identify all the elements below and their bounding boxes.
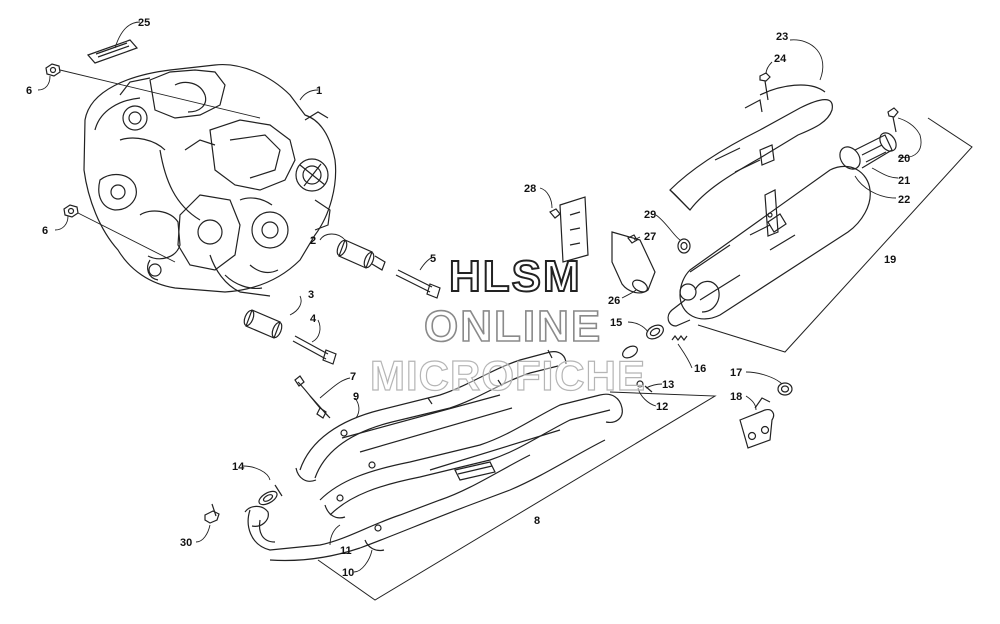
mount-bolt-lower xyxy=(292,335,337,365)
callout-4: 4 xyxy=(310,313,317,325)
callout-7: 7 xyxy=(350,371,356,383)
callout-21: 21 xyxy=(898,175,910,187)
callout-11: 11 xyxy=(340,545,352,557)
exhaust-spring xyxy=(671,335,688,341)
exhaust-clamp xyxy=(622,345,653,393)
callout-3: 3 xyxy=(308,289,314,301)
callout-6-lower: 6 xyxy=(42,225,48,237)
bracket-bolt xyxy=(549,208,561,219)
nut-upper xyxy=(45,63,61,77)
heat-shield xyxy=(669,84,833,237)
engine-assembly xyxy=(83,63,337,297)
callout-15: 15 xyxy=(610,317,622,329)
mount-bolt-upper xyxy=(395,269,441,299)
callout-1: 1 xyxy=(316,85,322,97)
spark-arrestor xyxy=(839,132,897,170)
callout-25: 25 xyxy=(138,17,150,29)
oxygen-sensor xyxy=(294,375,348,437)
rubber-grommet xyxy=(677,238,691,254)
mount-sleeve-lower xyxy=(243,309,283,339)
callout-16: 16 xyxy=(694,363,706,375)
callout-13: 13 xyxy=(662,379,674,391)
head-pipe-assembly xyxy=(244,349,623,562)
callout-10: 10 xyxy=(342,567,354,579)
exhaust-gasket xyxy=(258,484,283,506)
muffler-mount-bracket xyxy=(739,397,775,449)
callout-29: 29 xyxy=(644,209,656,221)
callout-6-upper: 6 xyxy=(26,85,32,97)
callout-26: 26 xyxy=(608,295,620,307)
callout-28: 28 xyxy=(524,183,536,195)
muffler-bracket xyxy=(559,196,656,294)
group-bracket-head-pipe xyxy=(317,391,717,601)
shield-screw xyxy=(759,72,771,101)
callout-9: 9 xyxy=(353,391,359,403)
exhaust-seal xyxy=(646,324,664,340)
group-bracket-muffler xyxy=(697,117,973,353)
callout-24: 24 xyxy=(774,53,787,65)
callout-30: 30 xyxy=(180,537,192,549)
callout-23: 23 xyxy=(776,31,788,43)
mount-grommet xyxy=(777,382,793,396)
mount-sleeve-upper xyxy=(336,239,386,271)
callout-19: 19 xyxy=(884,254,896,266)
callout-12: 12 xyxy=(656,401,668,413)
bracket-screw xyxy=(627,234,638,244)
callout-20: 20 xyxy=(898,153,910,165)
callout-22: 22 xyxy=(898,194,910,206)
callout-27: 27 xyxy=(644,231,656,243)
label-plate xyxy=(86,39,139,64)
callout-labels: 25 6 1 6 2 5 3 4 7 9 14 30 11 10 8 28 29… xyxy=(26,17,922,579)
flange-bolt xyxy=(204,503,220,524)
callout-5: 5 xyxy=(430,253,436,265)
callout-18: 18 xyxy=(730,391,742,403)
callout-14: 14 xyxy=(232,461,245,473)
muffler xyxy=(667,165,871,327)
callout-17: 17 xyxy=(730,367,742,379)
nut-lower xyxy=(63,204,79,218)
callout-2: 2 xyxy=(310,235,316,247)
callout-8: 8 xyxy=(534,515,540,527)
arrestor-screw xyxy=(887,107,899,133)
